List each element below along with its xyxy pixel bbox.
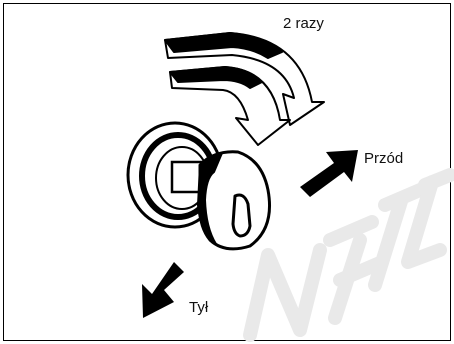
label-two-times: 2 razy: [283, 15, 324, 32]
label-backward: Tył: [189, 299, 208, 316]
watermark: [250, 175, 450, 335]
label-forward: Przód: [364, 150, 403, 167]
forward-arrow-icon: [300, 150, 358, 197]
key-icon: [198, 152, 270, 249]
backward-arrow-icon: [142, 262, 184, 318]
